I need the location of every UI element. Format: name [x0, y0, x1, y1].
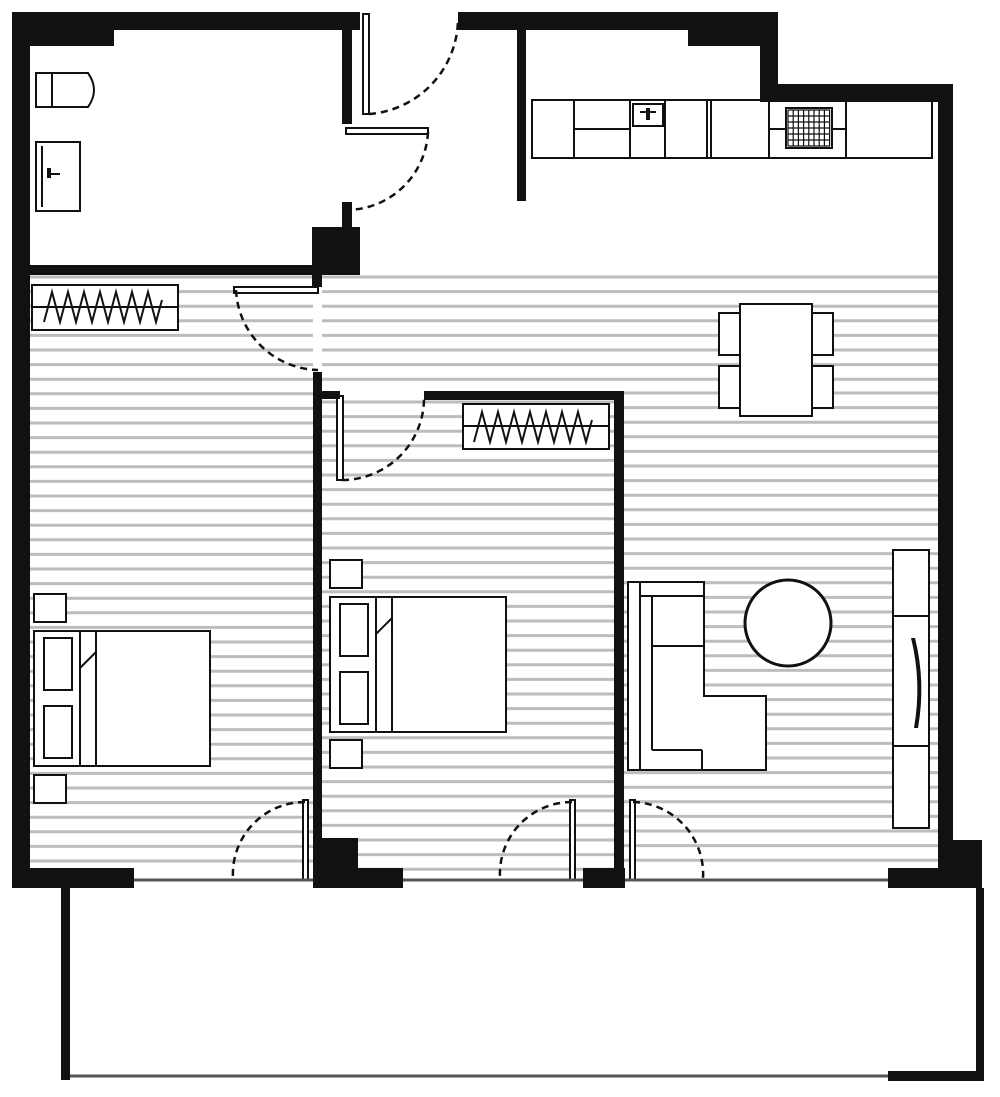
cooktop-icon: [785, 107, 833, 149]
coffee-table: [743, 578, 833, 668]
bedroom-1-door: [233, 286, 319, 372]
tv-unit: [892, 549, 930, 829]
bathroom-door: [345, 127, 430, 212]
double-bed: [329, 596, 507, 733]
sink-icon: [632, 103, 664, 127]
bedroom-2-door: [336, 395, 426, 482]
sofa: [627, 581, 767, 771]
washbasin-icon: [35, 141, 81, 212]
walls: [12, 12, 984, 1081]
nightstand: [329, 739, 363, 769]
entrance-door: [362, 13, 460, 116]
double-bed: [33, 630, 211, 767]
balcony-door-bedroom-1: [231, 799, 309, 881]
kitchen-counter: [531, 99, 933, 159]
balcony-door-living: [629, 799, 705, 881]
wardrobe-icon: [462, 403, 610, 450]
nightstand: [329, 559, 363, 589]
wardrobe-icon: [31, 284, 179, 331]
dining-table: [718, 303, 834, 417]
nightstand: [33, 774, 67, 804]
toilet-icon: [35, 72, 95, 108]
windows: [70, 878, 888, 1078]
nightstand: [33, 593, 67, 623]
